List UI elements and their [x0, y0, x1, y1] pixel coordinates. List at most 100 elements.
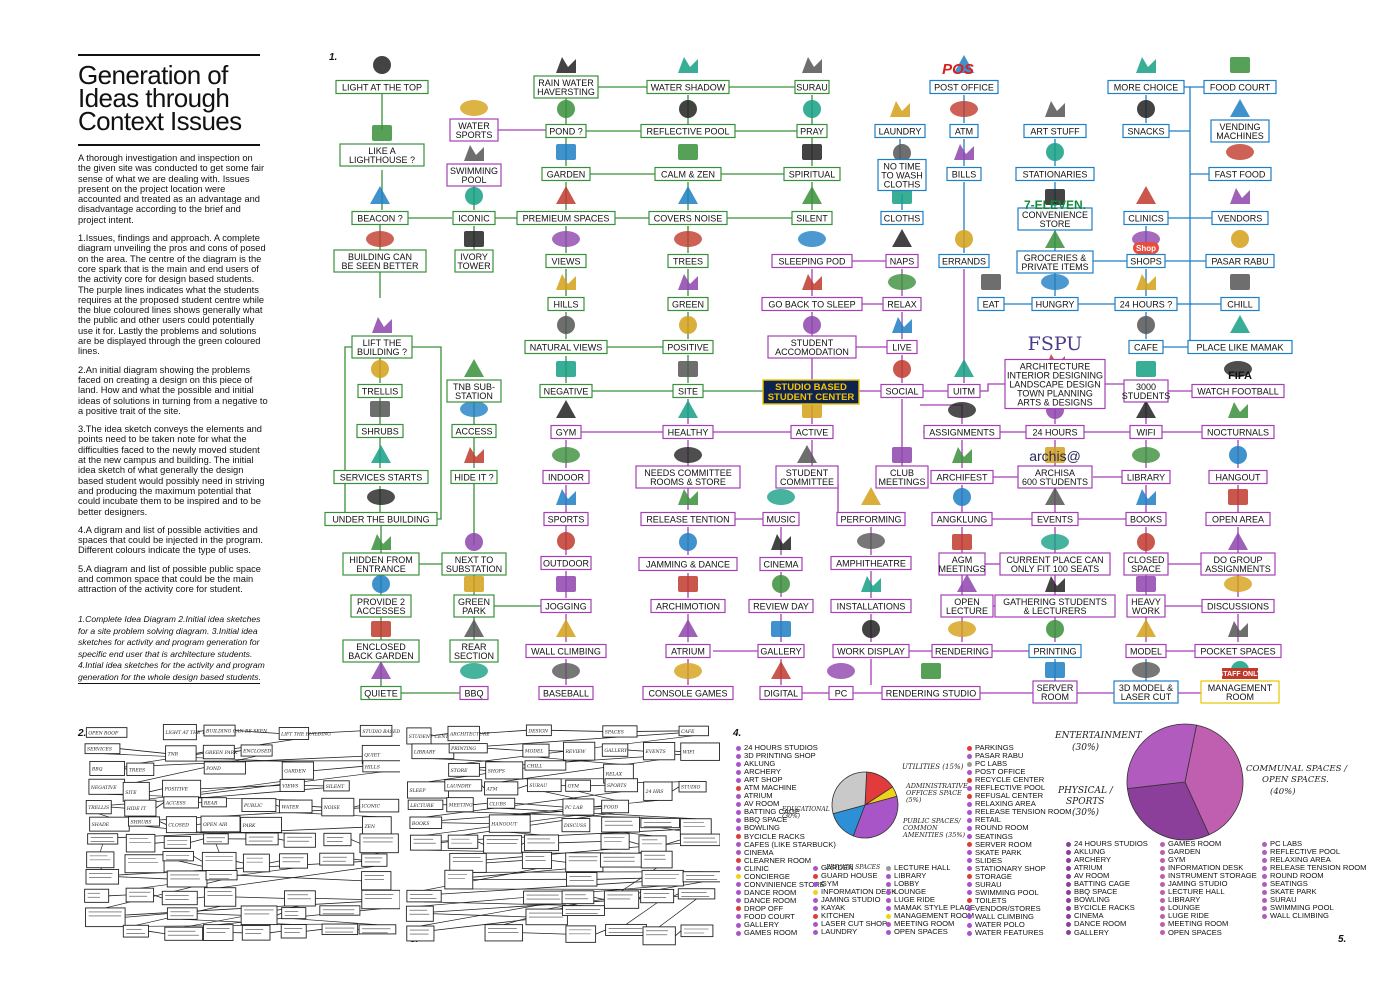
node-box [880, 210, 924, 226]
n31-icon [557, 316, 575, 334]
node-label: GROCERIES & [1024, 253, 1087, 263]
sketch-line [193, 855, 203, 862]
node-box [360, 685, 402, 701]
list-item: BYCICLE RACKS [1066, 904, 1148, 912]
diagram-node: WORK DISPLAY [832, 643, 910, 659]
n75-icon [892, 317, 912, 333]
sketch-box [321, 923, 359, 936]
sketch-line [420, 903, 545, 927]
sketch-line [620, 831, 653, 837]
sketch-label: ICONIC [361, 804, 381, 810]
sketch-box [449, 852, 487, 873]
sketch-line [473, 802, 488, 806]
sketch-label: WIFI [683, 750, 695, 756]
node-label: LECTURE [946, 606, 988, 616]
node-label: LIGHTHOUSE ? [349, 155, 415, 165]
node-label: ENCLOSED [356, 642, 406, 652]
sketch-label: WATER [281, 804, 299, 810]
title-line: Ideas through [78, 83, 230, 113]
node-label: LIVE [892, 342, 912, 352]
diagram-node: INSTALLATIONS [830, 598, 912, 614]
list-item: CAFES (LIKE STARBUCK) [736, 840, 836, 849]
n127-icon [1230, 274, 1250, 290]
node-label: MUSIC [767, 514, 797, 524]
node-box [335, 79, 429, 95]
sketch-label: STUDIO BASED STUDENT ACCOMODATION [362, 729, 400, 735]
shop-badge-icon [1133, 242, 1159, 254]
sketch-line [235, 861, 244, 864]
sketch-box [359, 798, 400, 813]
n112-icon [1136, 361, 1156, 377]
diagram-node: CAFE [1128, 339, 1164, 355]
sketch-label: REVIEW [564, 749, 586, 755]
list-item: RELAXING AREA [967, 800, 1072, 808]
pie4-label-utilities: UTILITIES (15%) [902, 763, 964, 771]
fspu-logo-icon: FSPU [1028, 333, 1083, 355]
list-item: 3D PRINTING SHOP [736, 751, 836, 760]
sketch-box [279, 853, 309, 869]
sketch-line [149, 788, 163, 793]
node-box [665, 643, 711, 659]
n25-icon [556, 57, 576, 73]
sketch-box [605, 923, 647, 936]
diagram-node: ATM [949, 123, 979, 139]
sketch-line [665, 839, 681, 845]
sketch-box [406, 925, 435, 942]
intro-paragraph: 2.An initial diagram showing the problem… [78, 364, 268, 416]
n21-icon [465, 533, 483, 551]
node-box [667, 296, 709, 312]
pie5-label-entertainment: ENTERTAINMENT [1055, 731, 1142, 741]
node-box [1031, 511, 1079, 527]
list-item: ROUND ROOM [967, 824, 1072, 832]
node-label: 3D MODEL & [1119, 683, 1173, 693]
sketch-box [165, 816, 197, 834]
node-label: BEACON ? [357, 213, 403, 223]
node-label: POOL [461, 175, 486, 185]
title-rule-top [78, 54, 260, 56]
n96-icon [1046, 143, 1064, 161]
diagram-node: RENDERING STUDIO [881, 685, 981, 701]
n23-icon [464, 619, 484, 637]
staff-only-icon: STAFF ONLY [1219, 671, 1262, 678]
sketch-line [98, 813, 110, 818]
sketch-line [462, 812, 616, 836]
node-box [339, 143, 425, 167]
sketch-box [321, 797, 355, 817]
node-box [828, 685, 854, 701]
list-item: RELEASE TENSION ROOM [967, 808, 1072, 816]
node-label: BACK GARDEN [348, 651, 414, 661]
diagram-node: VENDORS [1211, 210, 1269, 226]
sketch-label: GYM [568, 784, 580, 790]
sketch-box [162, 851, 194, 862]
sketch-box [163, 796, 199, 809]
node-label: CLOSED [1127, 555, 1165, 565]
sketch-label: SURAU [529, 783, 547, 789]
node-label: MACHINES [1216, 131, 1264, 141]
list-item: SERVER ROOM [967, 840, 1072, 849]
list-item: CLEARNER ROOM [736, 856, 836, 865]
list-item: GALLERY [736, 920, 836, 929]
node-box [1017, 465, 1093, 489]
n8-icon [371, 445, 391, 463]
list-item: ROUND ROOM [1262, 872, 1367, 880]
node-label: TOWER [457, 261, 491, 271]
diagram-node: TNB SUB-STATION [446, 379, 502, 403]
node-box [938, 253, 990, 269]
node-box [1031, 296, 1079, 312]
node-label: AMPHITHEATRE [836, 558, 906, 568]
n83-icon [954, 55, 974, 73]
node-label: CLINICS [1128, 213, 1164, 223]
sketch-line [235, 730, 280, 734]
node-label: SERVER [1037, 683, 1074, 693]
node-box [1123, 210, 1169, 226]
list-item: SWIMMING POOL [1262, 904, 1367, 912]
sketch-box [200, 815, 241, 833]
diagram-node: CONSOLE GAMES [642, 685, 734, 701]
sketch-box [601, 816, 640, 833]
node-box [1201, 598, 1275, 614]
diagram-node: SOCIAL [880, 383, 924, 399]
sketch-line [477, 841, 484, 845]
